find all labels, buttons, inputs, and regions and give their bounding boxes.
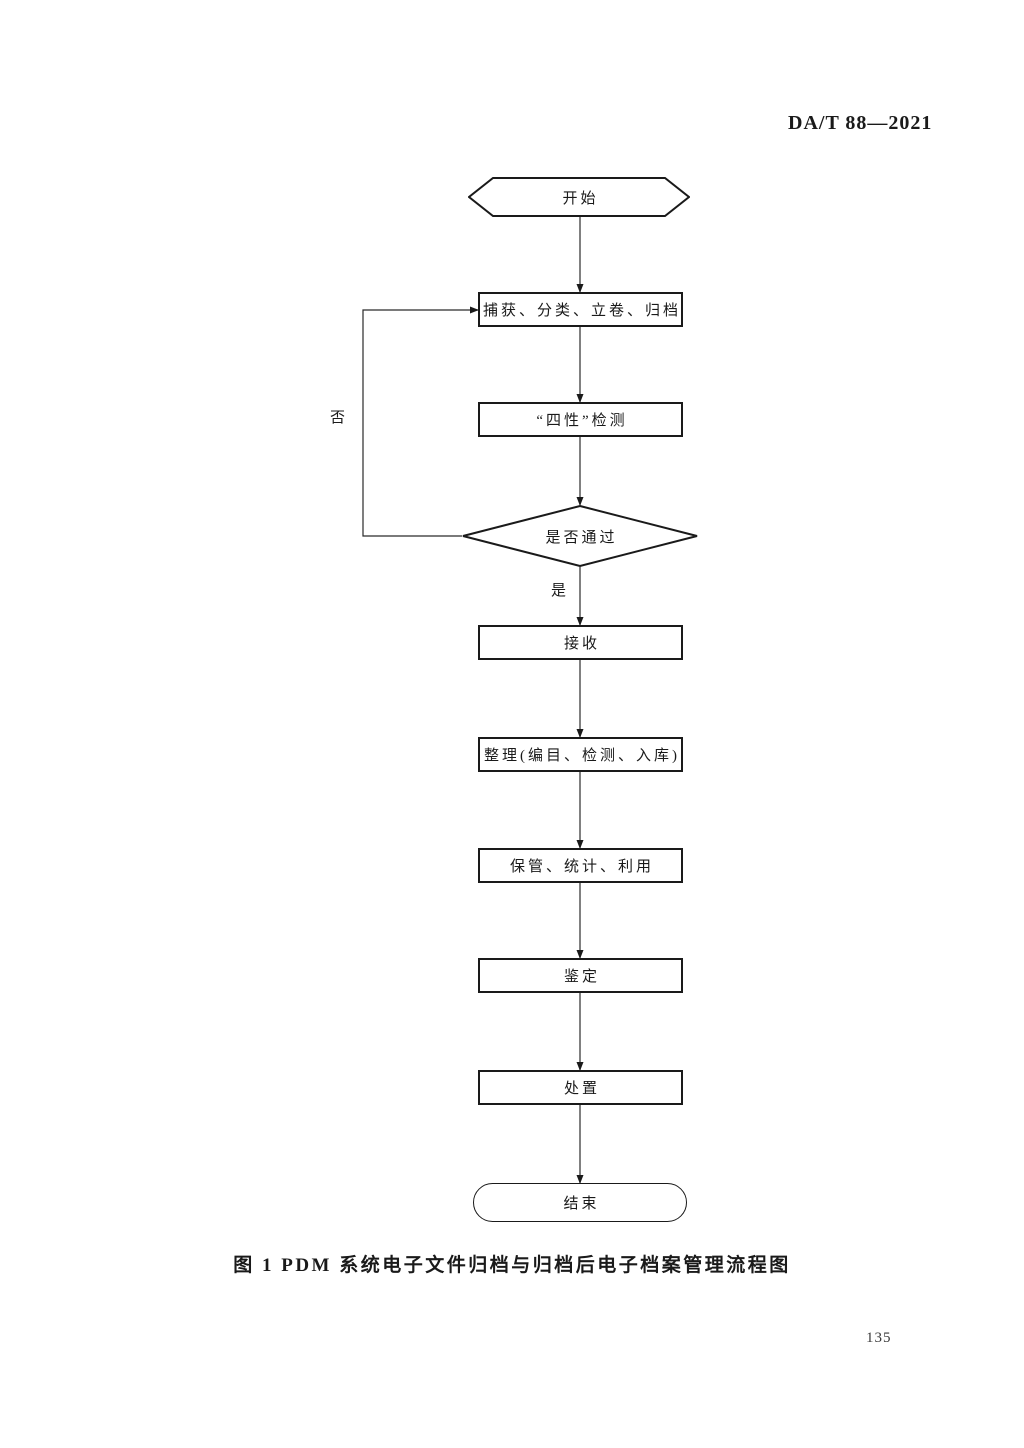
branch-label-no: 否: [330, 410, 346, 426]
flow-node-organize-label: 整理(编目、检测、入库): [484, 748, 680, 764]
flow-node-dispose-label: 处置: [563, 1081, 600, 1097]
flow-node-dispose: 处置: [478, 1070, 683, 1105]
flow-node-appraise: 鉴定: [478, 958, 683, 993]
page-number: 135: [866, 1330, 892, 1346]
flow-node-start: 开始: [468, 177, 690, 217]
flow-node-keep-label: 保管、统计、利用: [509, 859, 654, 875]
flow-node-organize: 整理(编目、检测、入库): [478, 737, 683, 772]
standard-number-header: DA/T 88—2021: [788, 112, 933, 134]
flow-node-capture: 捕获、分类、立卷、归档: [478, 292, 683, 327]
diamond-shape: [462, 505, 698, 567]
hexagon-shape: [468, 177, 690, 217]
flow-node-keep: 保管、统计、利用: [478, 848, 683, 883]
flow-node-decision-label: 是否通过: [545, 529, 618, 546]
arrow-no-loopback: [362, 306, 479, 537]
flow-node-check: “四性”检测: [478, 402, 683, 437]
flow-node-end: 结束: [473, 1183, 687, 1222]
flow-node-appraise-label: 鉴定: [563, 969, 600, 985]
flow-node-decision: 是否通过: [462, 505, 698, 567]
flow-node-start-label: 开始: [562, 190, 599, 207]
branch-label-yes: 是: [551, 583, 567, 599]
flow-node-receive: 接收: [478, 625, 683, 660]
flow-node-end-label: 结束: [563, 1196, 600, 1212]
figure-caption: 图 1 PDM 系统电子文件归档与归档后电子档案管理流程图: [233, 1255, 791, 1276]
flow-node-receive-label: 接收: [563, 636, 600, 652]
flow-node-check-label: “四性”检测: [536, 413, 628, 429]
flow-node-capture-label: 捕获、分类、立卷、归档: [483, 303, 682, 319]
